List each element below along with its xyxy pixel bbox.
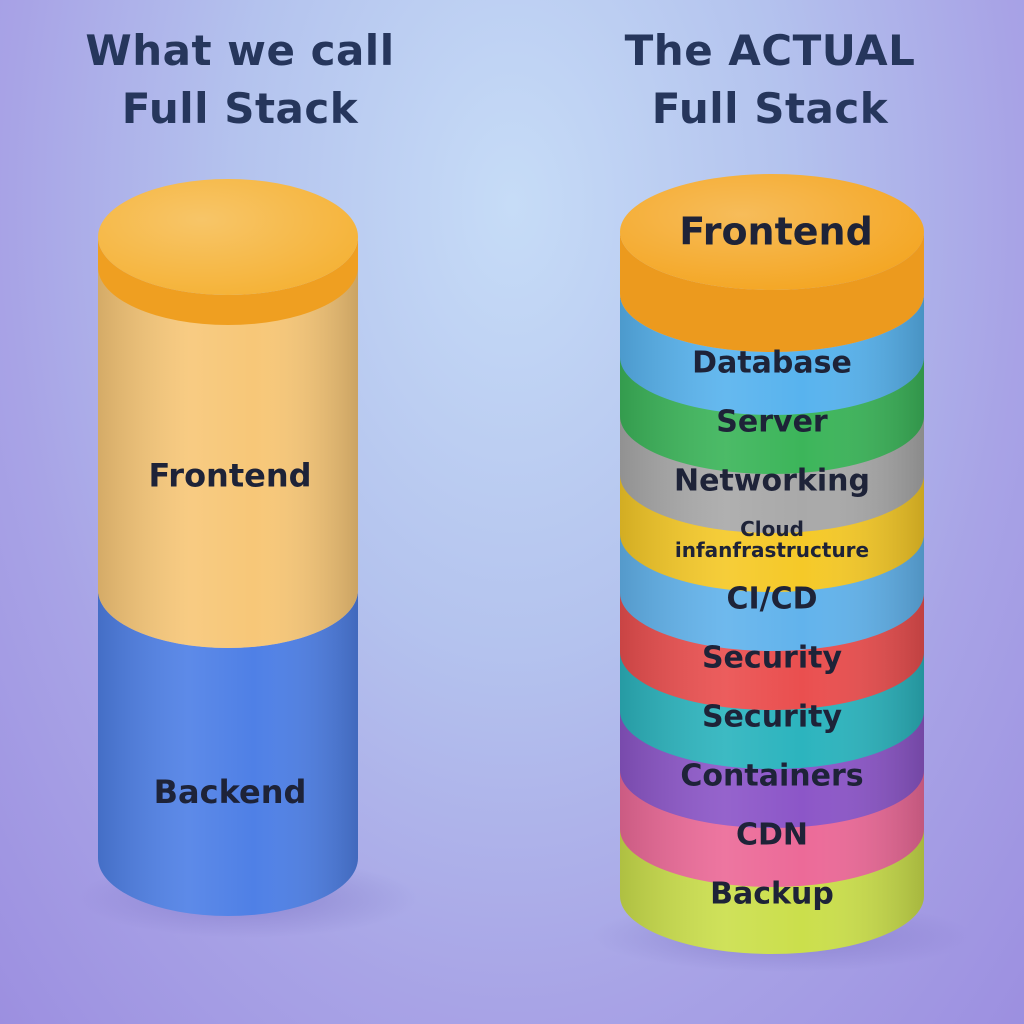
right-label-7: Security [702, 700, 843, 735]
right-title-line-1: The ACTUAL [624, 26, 916, 75]
left-segment-shade [98, 245, 358, 648]
left-lid-shine [98, 179, 358, 295]
right-label-5: CI/CD [726, 582, 817, 617]
right-label-top-frontend: Frontend [679, 210, 873, 254]
right-label-10: Backup [710, 877, 834, 912]
left-label-backend: Backend [154, 773, 307, 811]
right-title: The ACTUAL Full Stack [560, 22, 980, 138]
left-lid-rim [98, 237, 358, 325]
right-label-2: Server [716, 405, 828, 440]
right-layer-shade [620, 294, 924, 415]
left-title-line-2: Full Stack [121, 84, 359, 133]
left-segment-shade [98, 590, 358, 916]
left-title-line-1: What we call [85, 26, 395, 75]
right-title-line-2: Full Stack [651, 84, 889, 133]
right-top-shine [620, 174, 924, 290]
right-layer-shade [620, 825, 924, 954]
left-label-frontend: Frontend [148, 457, 311, 495]
right-label-9: CDN [736, 818, 808, 853]
right-label-8: Containers [680, 759, 863, 794]
left-title: What we call Full Stack [40, 22, 440, 138]
right-label-1: Database [692, 346, 852, 381]
right-label-3: Networking [674, 464, 870, 499]
right-label-6: Security [702, 641, 843, 676]
right-top-slab [620, 232, 924, 352]
